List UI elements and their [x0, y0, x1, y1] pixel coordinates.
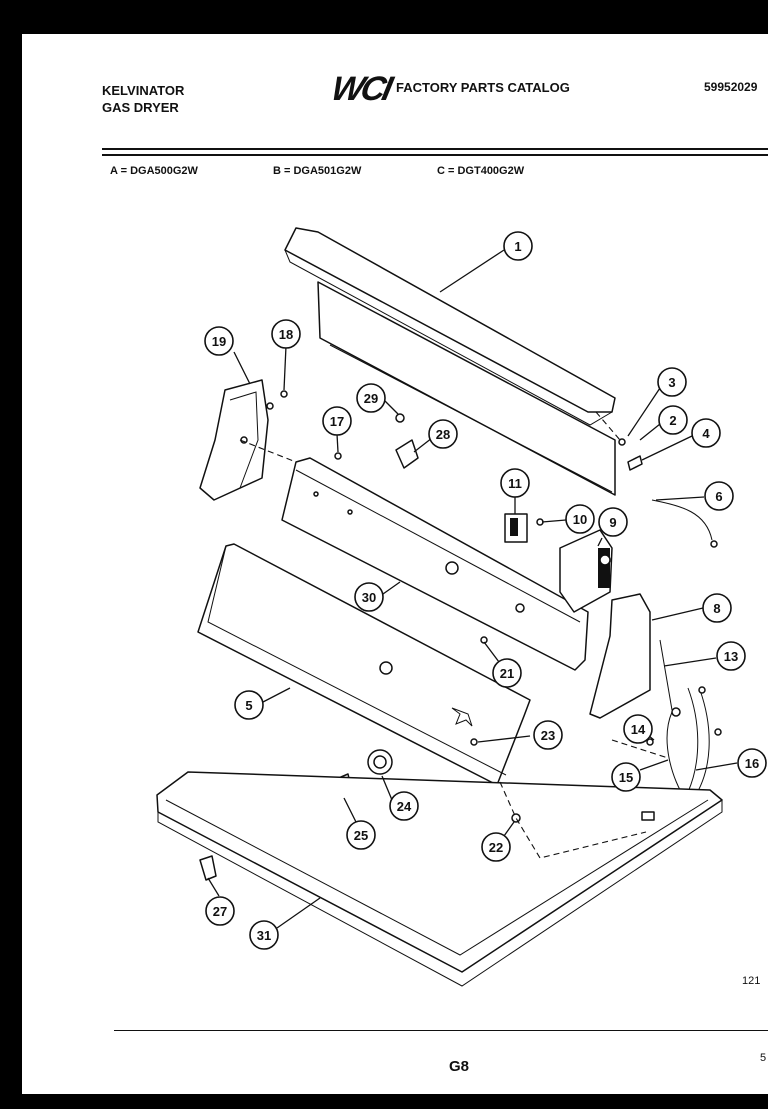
callout-28: 28	[428, 419, 458, 449]
callout-2: 2	[658, 405, 688, 435]
header-rule-bottom	[102, 154, 768, 156]
callout-label: 29	[364, 391, 378, 406]
callout-22: 22	[481, 832, 511, 862]
callout-label: 6	[715, 489, 722, 504]
callout-label: 18	[279, 327, 293, 342]
footer-rule	[114, 1030, 768, 1031]
image-code: 121	[742, 975, 761, 987]
page-number: 5	[760, 1052, 767, 1064]
page-reference: G8	[449, 1058, 470, 1075]
part-wire-6	[651, 499, 718, 548]
callout-3: 3	[657, 367, 687, 397]
callout-25: 25	[346, 820, 376, 850]
header-rule-top	[102, 148, 768, 150]
callout-16: 16	[737, 748, 767, 778]
part-wiring-harness	[659, 639, 722, 801]
callout-14: 14	[623, 714, 653, 744]
callout-label: 23	[541, 728, 555, 743]
part-rear-panel	[317, 281, 616, 496]
callout-label: 1	[514, 239, 521, 254]
callout-label: 28	[436, 427, 450, 442]
part-timer	[559, 529, 613, 613]
callout-27: 27	[205, 896, 235, 926]
callout-label: 27	[213, 904, 227, 919]
brand-block: KELVINATOR GAS DRYER	[102, 82, 184, 116]
callout-label: 2	[669, 413, 676, 428]
callout-9: 9	[598, 507, 628, 537]
callout-label: 17	[330, 414, 344, 429]
part-top-cover	[284, 227, 616, 426]
part-bracket-28	[395, 439, 419, 469]
callout-19: 19	[204, 326, 234, 356]
model-c: C = DGT400G2W	[437, 165, 525, 177]
callout-label: 22	[489, 840, 503, 855]
part-switch	[504, 513, 528, 543]
alignment-lines	[239, 411, 669, 859]
callout-label: 24	[397, 799, 412, 814]
callout-label: 16	[745, 756, 759, 771]
callout-label: 9	[609, 515, 616, 530]
callout-label: 31	[257, 928, 271, 943]
model-b: B = DGA501G2W	[273, 165, 362, 177]
product-type: GAS DRYER	[102, 100, 179, 115]
callout-label: 10	[573, 512, 587, 527]
brand-name: KELVINATOR	[102, 83, 185, 98]
part-side-trim	[589, 593, 651, 719]
part-control-panel	[281, 457, 589, 671]
callout-label: 30	[362, 590, 376, 605]
callout-29: 29	[356, 383, 386, 413]
callout-label: 21	[500, 666, 514, 681]
part-clip-27	[199, 855, 217, 881]
callout-24: 24	[389, 791, 419, 821]
callout-5: 5	[234, 690, 264, 720]
callout-17: 17	[322, 406, 352, 436]
part-cabinet-top	[156, 771, 723, 987]
callout-8: 8	[702, 593, 732, 623]
callout-label: 19	[212, 334, 226, 349]
hardware-fasteners	[280, 390, 654, 823]
callout-18: 18	[271, 319, 301, 349]
model-a: A = DGA500G2W	[110, 165, 198, 177]
callout-label: 8	[713, 601, 720, 616]
callout-label: 11	[508, 476, 522, 491]
callout-1: 1	[503, 231, 533, 261]
catalog-title: FACTORY PARTS CATALOG	[396, 80, 570, 95]
callout-13: 13	[716, 641, 746, 671]
callout-label: 3	[668, 375, 675, 390]
callout-label: 25	[354, 828, 368, 843]
leader-lines	[207, 249, 738, 929]
callout-21: 21	[492, 658, 522, 688]
callout-label: 5	[245, 698, 252, 713]
callout-6: 6	[704, 481, 734, 511]
callout-15: 15	[611, 762, 641, 792]
callout-31: 31	[249, 920, 279, 950]
callout-23: 23	[533, 720, 563, 750]
part-console-front	[197, 543, 531, 786]
callout-11: 11	[500, 468, 530, 498]
part-end-bracket	[199, 379, 274, 501]
callout-label: 14	[631, 722, 646, 737]
callout-4: 4	[691, 418, 721, 448]
callout-label: 4	[702, 426, 710, 441]
catalog-part-number: 59952029	[704, 80, 758, 94]
callout-label: 13	[724, 649, 738, 664]
callout-10: 10	[565, 504, 595, 534]
callout-30: 30	[354, 582, 384, 612]
callout-label: 15	[619, 770, 633, 785]
